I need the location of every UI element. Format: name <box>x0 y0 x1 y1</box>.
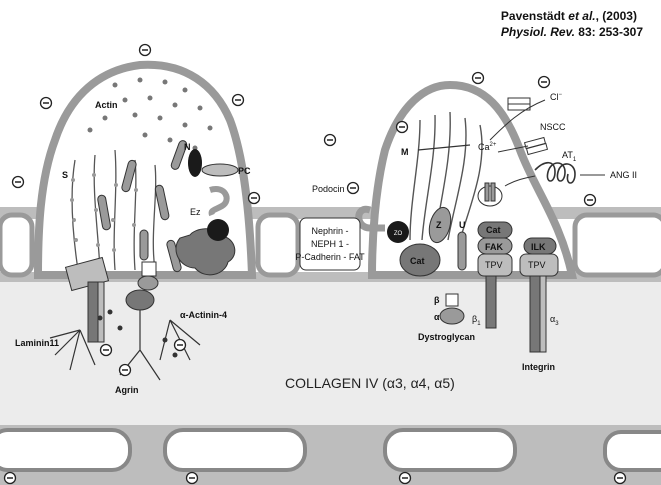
label-laminin: Laminin11 <box>15 338 59 348</box>
at1-receptor <box>535 163 575 183</box>
slit-gap-left <box>0 215 32 275</box>
n-protein <box>188 149 202 177</box>
label-z: Z <box>436 220 442 230</box>
agrin-base <box>126 290 154 310</box>
label-nephrin-3: P-Cadherin - FAT <box>295 252 365 262</box>
label-ang: ANG II <box>610 170 637 180</box>
label-fak: FAK <box>485 242 504 252</box>
label-nscc: NSCC <box>540 122 566 132</box>
zo-label: ZO <box>394 231 403 237</box>
label-collagen: COLLAGEN IV (α3, α4, α5) <box>285 375 455 391</box>
alpha3-stalk <box>530 276 540 352</box>
label-at1: AT1 <box>562 150 577 163</box>
pc-protein <box>202 164 238 176</box>
label-alpha-actinin: α-Actinin-4 <box>180 310 227 320</box>
u-rod <box>458 232 466 270</box>
label-tpv2: TPV <box>528 260 546 270</box>
fenestra-3 <box>385 430 515 470</box>
box-protein <box>142 262 156 276</box>
label-m: M <box>401 147 409 157</box>
label-cat: Cat <box>410 256 425 266</box>
alpha-protein <box>138 276 158 290</box>
label-alpha: α <box>434 312 440 322</box>
label-pc: PC <box>238 166 251 176</box>
fenestra-4 <box>605 432 661 470</box>
laminin-stalk-2 <box>98 282 104 342</box>
label-u: U <box>459 220 466 230</box>
dystroglycan-beta <box>446 294 458 306</box>
label-dystroglycan: Dystroglycan <box>418 332 475 342</box>
label-nephrin-1: Nephrin - <box>311 226 348 236</box>
label-ilk: ILK <box>531 242 546 252</box>
label-agrin: Agrin <box>115 385 139 395</box>
label-nephrin-2: NEPH 1 - <box>311 239 349 249</box>
label-actin: Actin <box>95 100 118 110</box>
black-protein-left <box>207 219 229 241</box>
fenestra-2 <box>165 430 305 470</box>
label-n: N <box>184 142 191 152</box>
label-s: S <box>62 170 68 180</box>
fenestra-1 <box>0 430 130 470</box>
label-cl: Cl− <box>550 92 563 102</box>
alpha3-stalk-2 <box>540 276 546 352</box>
cl-channel <box>508 98 530 110</box>
label-tpv: TPV <box>485 260 503 270</box>
laminin-stalk <box>88 282 98 342</box>
label-integrin: Integrin <box>522 362 555 372</box>
label-beta: β <box>434 295 440 305</box>
beta1-stalk <box>486 276 496 328</box>
label-ez: Ez <box>190 207 201 217</box>
label-podocin: Podocin <box>312 184 345 194</box>
slit-gap-1 <box>258 215 298 275</box>
dystroglycan-alpha <box>440 308 464 324</box>
label-cat2: Cat <box>486 225 501 235</box>
slit-gap-right <box>575 215 661 275</box>
